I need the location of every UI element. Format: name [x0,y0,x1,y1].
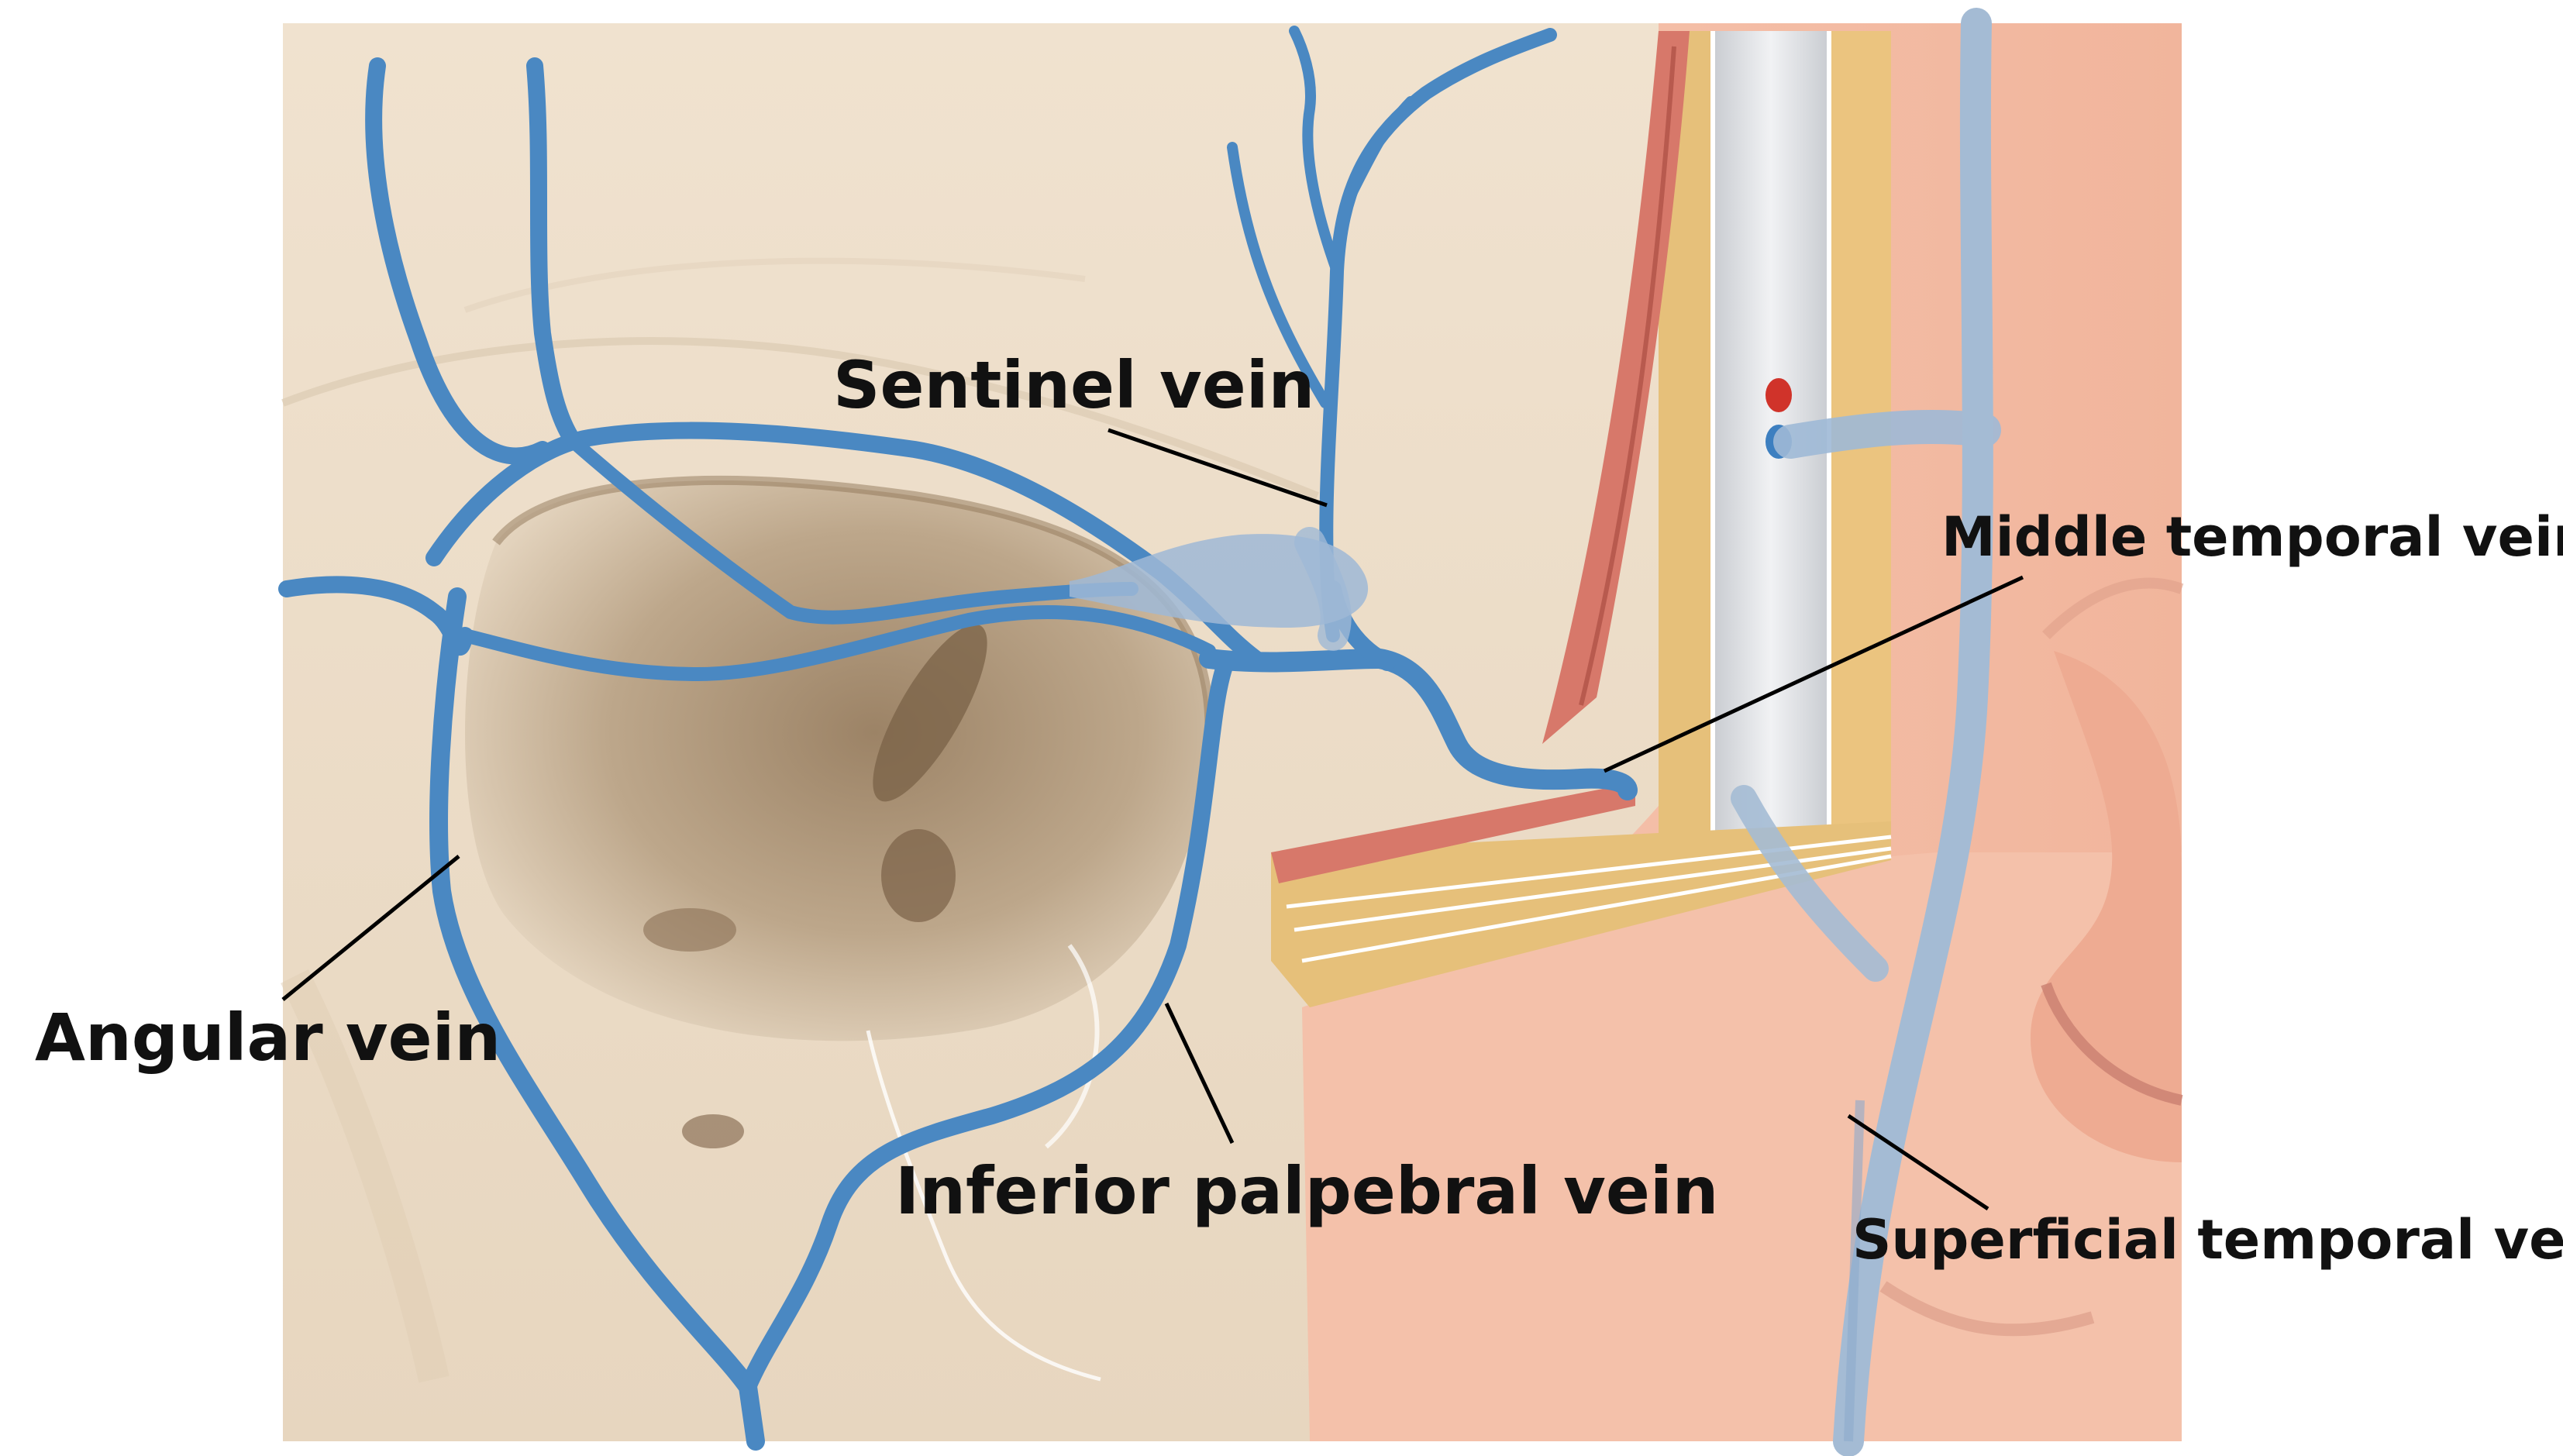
zygoma-suture [866,1030,1101,1382]
leader-angular-vein [281,855,460,1001]
superior-orbital-fissure [873,624,987,802]
sentinel-bulge [1070,534,1369,628]
sentinel-vein-branch-1 [1289,26,1342,277]
supraorbital-inner-arc [567,435,1139,625]
cheek-skin [1302,852,2182,1441]
facial-veins [278,26,1638,1451]
superficial-temporal-vein-trunk [1833,8,1993,1456]
transverse-orbital-vein [458,605,1216,681]
label-angular-vein: Angular vein [35,1000,501,1076]
supratrochlear-vein-1 [365,57,551,465]
sentinel-bulge-lower [1294,527,1352,651]
orbit-rim [492,476,1214,745]
leader-sentinel-vein [1108,428,1328,508]
section-muscle-stripe [1579,46,1676,706]
sentinel-vein-branch-3 [1344,96,1415,206]
angular-vein-path [429,587,765,1451]
label-middle-temporal-vein: Middle temporal vein [1941,505,2563,569]
orbit-cavity [465,480,1210,1041]
optic-canal [881,829,956,922]
label-inferior-palpebral-vein: Inferior palpebral vein [895,1153,1719,1229]
section-horizontal-muscle [1271,783,1635,883]
brow-fold [2042,577,2184,639]
zygoma-edge [1045,944,1100,1149]
superficial-temporal-vein-drawing [1731,8,1993,1456]
section-vertical-muscle [1542,31,1690,744]
superficial-temporal-vein-branch [1731,785,1889,982]
leader-inferior-palpebral-vein [1164,1002,1235,1144]
supratrochlear-vein-2 [526,57,582,450]
lateral-orbital-vein [1199,649,1638,800]
sentinel-vein-branch-2 [1227,142,1331,408]
temporal-cross-section [1271,31,2001,1007]
sentinel-vein-dilation [1070,527,1369,651]
artery-dot [1766,378,1792,412]
maxilla-shading [281,969,450,1383]
nostril [2041,982,2183,1106]
superficial-temporal-vein-lower [1844,1100,1865,1442]
leader-superficial-temporal-vein [1847,1114,1989,1211]
inferior-orbital-fissure [643,908,736,952]
leader-lines [281,428,2024,1211]
leader-middle-temporal-vein [1603,575,2024,773]
infraorbital-foramen [682,1114,744,1148]
frontal-contour [281,337,1319,500]
label-sentinel-vein: Sentinel vein [833,347,1315,423]
inferior-palpebral-vein-path [739,658,1233,1396]
face-region [1302,577,2184,1441]
cheek-fold [1879,1281,2095,1337]
label-superficial-temporal-vein: Superficial temporal vein [1852,1208,2563,1272]
middle-temporal-vein-section [1773,410,2001,459]
